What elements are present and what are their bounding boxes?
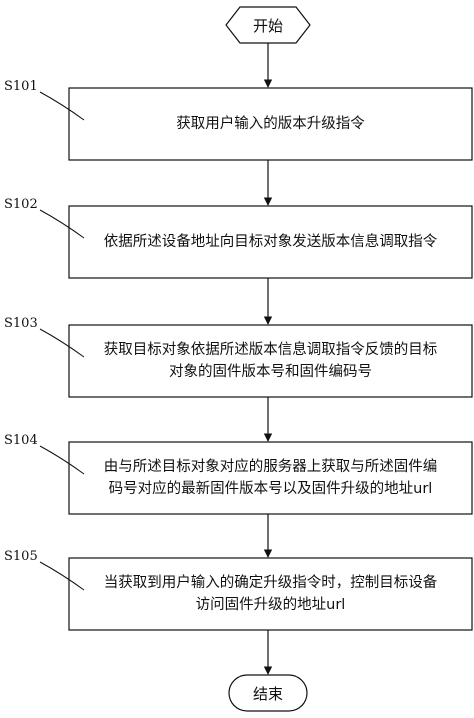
step-label-s104: S104 bbox=[4, 433, 38, 448]
step-label-s105: S105 bbox=[4, 549, 38, 564]
process-box-s101 bbox=[68, 87, 473, 161]
step-text-s102: 依据所述设备地址向目标对象发送版本信息调取指令 bbox=[69, 231, 472, 253]
step-text-s104: 由与所述目标对象对应的服务器上获取与所述固件编 码号对应的最新固件版本号以及固件… bbox=[69, 456, 472, 500]
step-text-line: 依据所述设备地址向目标对象发送版本信息调取指令 bbox=[103, 234, 438, 250]
step-text-line: 获取用户输入的版本升级指令 bbox=[176, 116, 365, 132]
leader-s102 bbox=[39, 209, 85, 239]
leader-s103 bbox=[39, 328, 85, 358]
step-label-s101: S101 bbox=[4, 79, 38, 94]
process-box-s105 bbox=[68, 557, 473, 631]
step-text-s105: 当获取到用户输入的确定升级指令时，控制目标设备 访问固件升级的地址url bbox=[69, 572, 472, 616]
step-text-line: 由与所述目标对象对应的服务器上获取与所述固件编 bbox=[103, 459, 438, 475]
process-box-s102 bbox=[68, 205, 473, 279]
start-terminal bbox=[225, 6, 311, 44]
step-text-line: 获取目标对象依据所述版本信息调取指令反馈的目标 bbox=[103, 342, 438, 358]
process-box-s104 bbox=[68, 441, 473, 515]
leader-s104 bbox=[39, 445, 85, 475]
start-label: 开始 bbox=[252, 17, 283, 35]
step-text-s103: 获取目标对象依据所述版本信息调取指令反馈的目标 对象的固件版本号和固件编码号 bbox=[69, 339, 472, 383]
process-box-s103 bbox=[68, 324, 473, 398]
end-terminal bbox=[228, 674, 308, 712]
step-label-s102: S102 bbox=[4, 197, 38, 212]
step-text-line: 码号对应的最新固件版本号以及固件升级的地址url bbox=[108, 481, 433, 497]
step-text-s101: 获取用户输入的版本升级指令 bbox=[69, 113, 472, 135]
step-text-line: 对象的固件版本号和固件编码号 bbox=[169, 364, 372, 380]
end-label: 结束 bbox=[252, 685, 283, 703]
leader-s101 bbox=[39, 91, 85, 121]
step-text-line: 当获取到用户输入的确定升级指令时，控制目标设备 bbox=[103, 575, 438, 591]
step-text-line: 访问固件升级的地址url bbox=[195, 597, 346, 613]
leader-s105 bbox=[39, 561, 85, 591]
step-label-s103: S103 bbox=[4, 316, 38, 331]
